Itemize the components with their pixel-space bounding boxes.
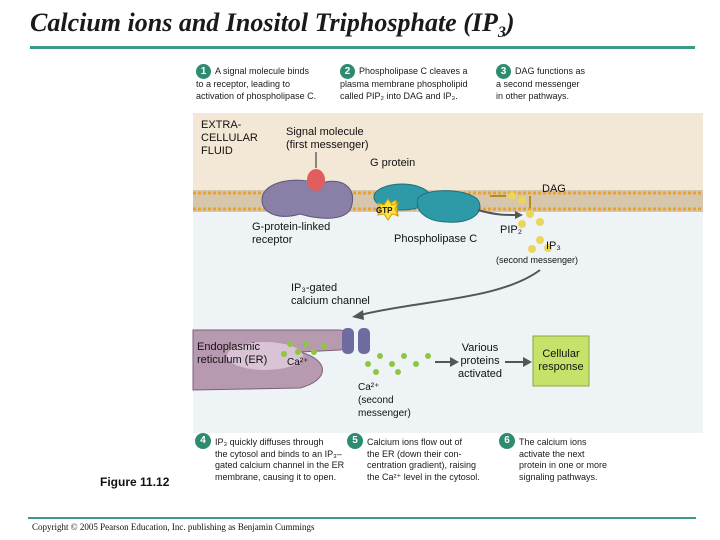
phospholipase-c-shape (416, 190, 481, 223)
gtp-label: GTP (376, 206, 393, 215)
phospholipase-label: Phospholipase C (394, 233, 478, 245)
ip3-diffusion-arrow (359, 269, 541, 316)
ip3-channel-shape (342, 328, 370, 354)
step-5-dot (347, 433, 363, 449)
step-4-dot (195, 433, 211, 449)
ip3-molecule (528, 236, 552, 253)
step-6-number: 6 (504, 435, 510, 446)
g-protein-linked-receptor (261, 179, 354, 219)
pip2-molecule (518, 196, 544, 228)
ip3-label: IP₃ (546, 240, 561, 252)
copyright-text: Copyright © 2005 Pearson Education, Inc.… (32, 522, 315, 532)
title-rule (30, 46, 695, 49)
figure-label: Figure 11.12 (100, 475, 170, 489)
ca-er-label: Ca²⁺ (287, 357, 309, 368)
dag-molecule (490, 192, 526, 204)
ca-in-cytosol (365, 353, 431, 375)
step-6-dot (499, 433, 515, 449)
gtp-burst (377, 198, 399, 221)
page-title: Calcium ions and Inositol Triphosphate (… (30, 8, 515, 42)
dag-label: DAG (542, 183, 566, 195)
second-messenger-label: (second messenger) (496, 255, 579, 265)
step-4-number: 4 (200, 435, 206, 446)
plc-to-pip2-arrow (477, 209, 516, 216)
pip2-label: PIP₂ (500, 224, 522, 236)
signal-molecule-shape (307, 169, 325, 191)
step-5-number: 5 (352, 435, 358, 446)
step-2-badge: 2 (340, 64, 355, 79)
signal-molecule-label: Signal molecule(first messenger) (286, 126, 369, 151)
er-shape (192, 329, 352, 391)
ca-in-er (281, 341, 327, 357)
footer-rule (28, 517, 696, 519)
step-3-badge: 3 (496, 64, 511, 79)
step-1-badge: 1 (196, 64, 211, 79)
g-protein-label: G protein (370, 157, 416, 169)
response-box (532, 335, 590, 387)
